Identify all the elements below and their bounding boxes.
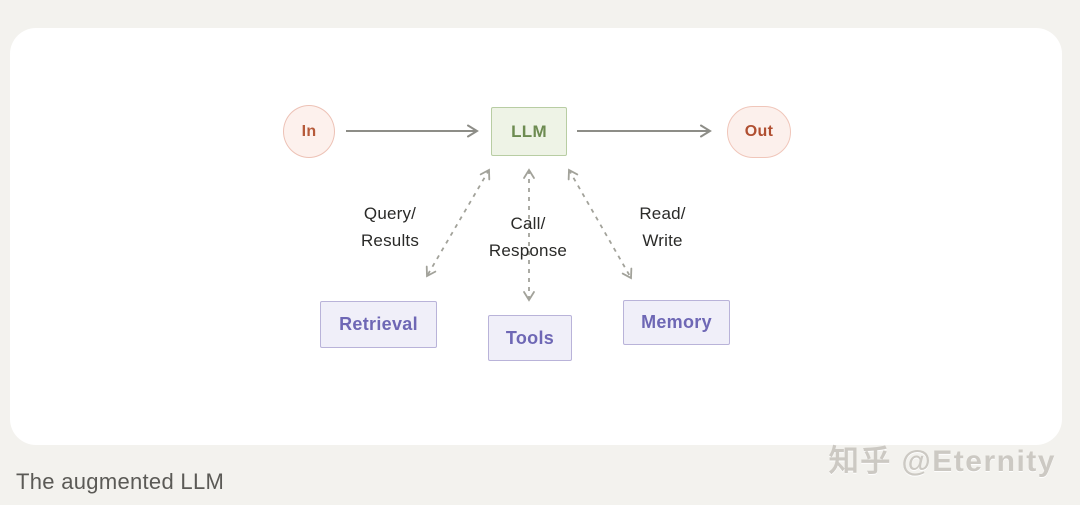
llm-node: LLM [491, 107, 567, 156]
diagram-caption: The augmented LLM [16, 469, 225, 494]
edge-label-read-line2: Write [642, 231, 683, 250]
edge-label-read-write: Read/ Write [605, 200, 720, 254]
edge-label-call-line1: Call/ [510, 214, 546, 233]
in-node-label: In [301, 122, 317, 140]
out-node-label: Out [744, 123, 774, 140]
memory-node-label: Memory [641, 312, 712, 332]
retrieval-node: Retrieval [320, 301, 437, 348]
edge-label-read-line1: Read/ [639, 204, 686, 223]
edge-label-query-line1: Query/ [363, 204, 417, 223]
edge-label-call-response: Call/ Response [458, 210, 598, 264]
edge-label-query-line2: Results [360, 231, 420, 250]
diagram-card [10, 28, 1062, 445]
retrieval-node-label: Retrieval [339, 314, 418, 334]
edge-label-query-results: Query/ Results [325, 200, 455, 254]
out-node: Out [727, 106, 791, 158]
tools-node: Tools [488, 315, 572, 361]
in-node: In [283, 105, 335, 158]
edge-label-call-line2: Response [488, 241, 568, 260]
tools-node-label: Tools [505, 327, 555, 348]
zhihu-watermark: 知乎 @Eternity [828, 445, 1056, 478]
memory-node: Memory [623, 300, 730, 345]
llm-node-label: LLM [511, 121, 547, 141]
